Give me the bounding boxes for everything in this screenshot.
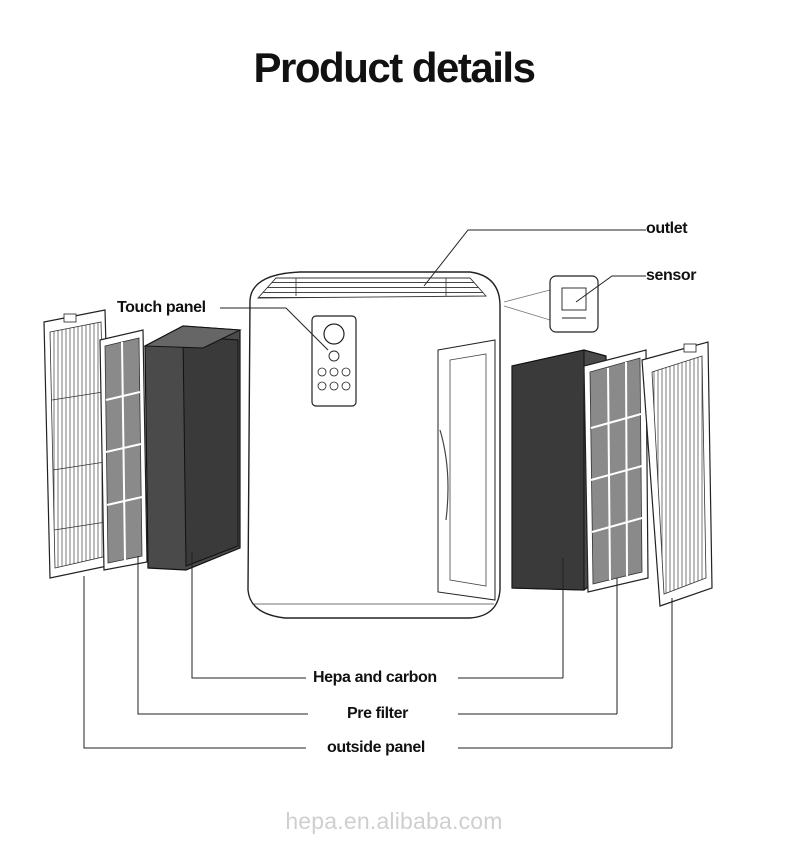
label-outlet: outlet [646,219,688,239]
page-title: Product details [253,44,536,91]
right-pre-filter [583,349,649,593]
leader-lines [83,229,673,749]
label-hepa-carbon: Hepa and carbon [313,668,437,688]
right-outside-panel [641,341,713,607]
left-hepa-carbon-filter [143,325,242,571]
label-outside-panel: outside panel [327,738,425,758]
touch-panel [311,315,357,407]
purifier-body [247,271,501,619]
right-hepa-carbon-filter [511,349,607,591]
watermark-text: hepa.en.alibaba.com [285,808,503,834]
label-touch-panel: Touch panel [117,298,206,318]
label-sensor: sensor [646,266,697,286]
label-pre-filter: Pre filter [347,704,408,724]
sensor-callout [503,275,599,333]
left-pre-filter [99,329,148,571]
